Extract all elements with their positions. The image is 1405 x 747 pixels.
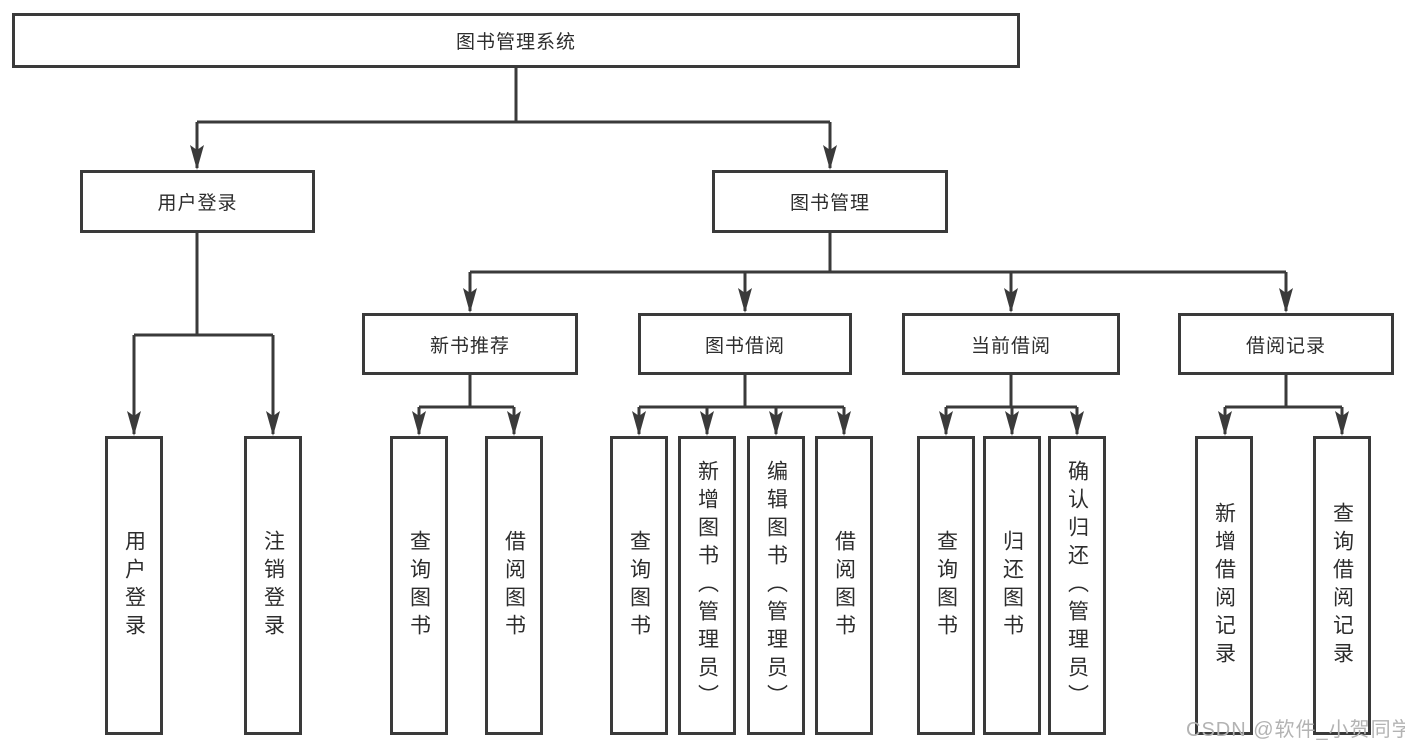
- leaf-newbook-query-book: 查询图书: [390, 436, 448, 735]
- leaf-borrow-add-book-admin: 新增图书（管理员）: [678, 436, 736, 735]
- leaf-user-login: 用户登录: [105, 436, 163, 735]
- connector-user-login-branch: [132, 233, 275, 434]
- connector-book-borrow-branch: [637, 375, 846, 434]
- connector-borrow-records-branch: [1223, 375, 1344, 434]
- node-user-login: 用户登录: [80, 170, 315, 233]
- leaf-records-query-record: 查询借阅记录: [1313, 436, 1371, 735]
- connector-book-management-branch: [468, 233, 1288, 311]
- leaf-records-add-record: 新增借阅记录: [1195, 436, 1253, 735]
- node-new-book-recommend: 新书推荐: [362, 313, 578, 375]
- node-book-management: 图书管理: [712, 170, 948, 233]
- node-borrow-records: 借阅记录: [1178, 313, 1394, 375]
- connector-root-to-level2: [195, 68, 832, 168]
- csdn-watermark: CSDN @软件_小贺同学: [1186, 719, 1405, 741]
- leaf-logout: 注销登录: [244, 436, 302, 735]
- node-root-system: 图书管理系统: [12, 13, 1020, 68]
- leaf-newbook-borrow-book: 借阅图书: [485, 436, 543, 735]
- leaf-current-query-book: 查询图书: [917, 436, 975, 735]
- leaf-current-confirm-return-admin: 确认归还（管理员）: [1048, 436, 1106, 735]
- node-book-borrow: 图书借阅: [638, 313, 852, 375]
- arrowheads: [127, 145, 1349, 436]
- node-current-borrow: 当前借阅: [902, 313, 1120, 375]
- leaf-borrow-borrow-book: 借阅图书: [815, 436, 873, 735]
- leaf-borrow-query-book: 查询图书: [610, 436, 668, 735]
- leaf-borrow-edit-book-admin: 编辑图书（管理员）: [747, 436, 805, 735]
- connector-new-book-branch: [417, 375, 516, 434]
- leaf-current-return-book: 归还图书: [983, 436, 1041, 735]
